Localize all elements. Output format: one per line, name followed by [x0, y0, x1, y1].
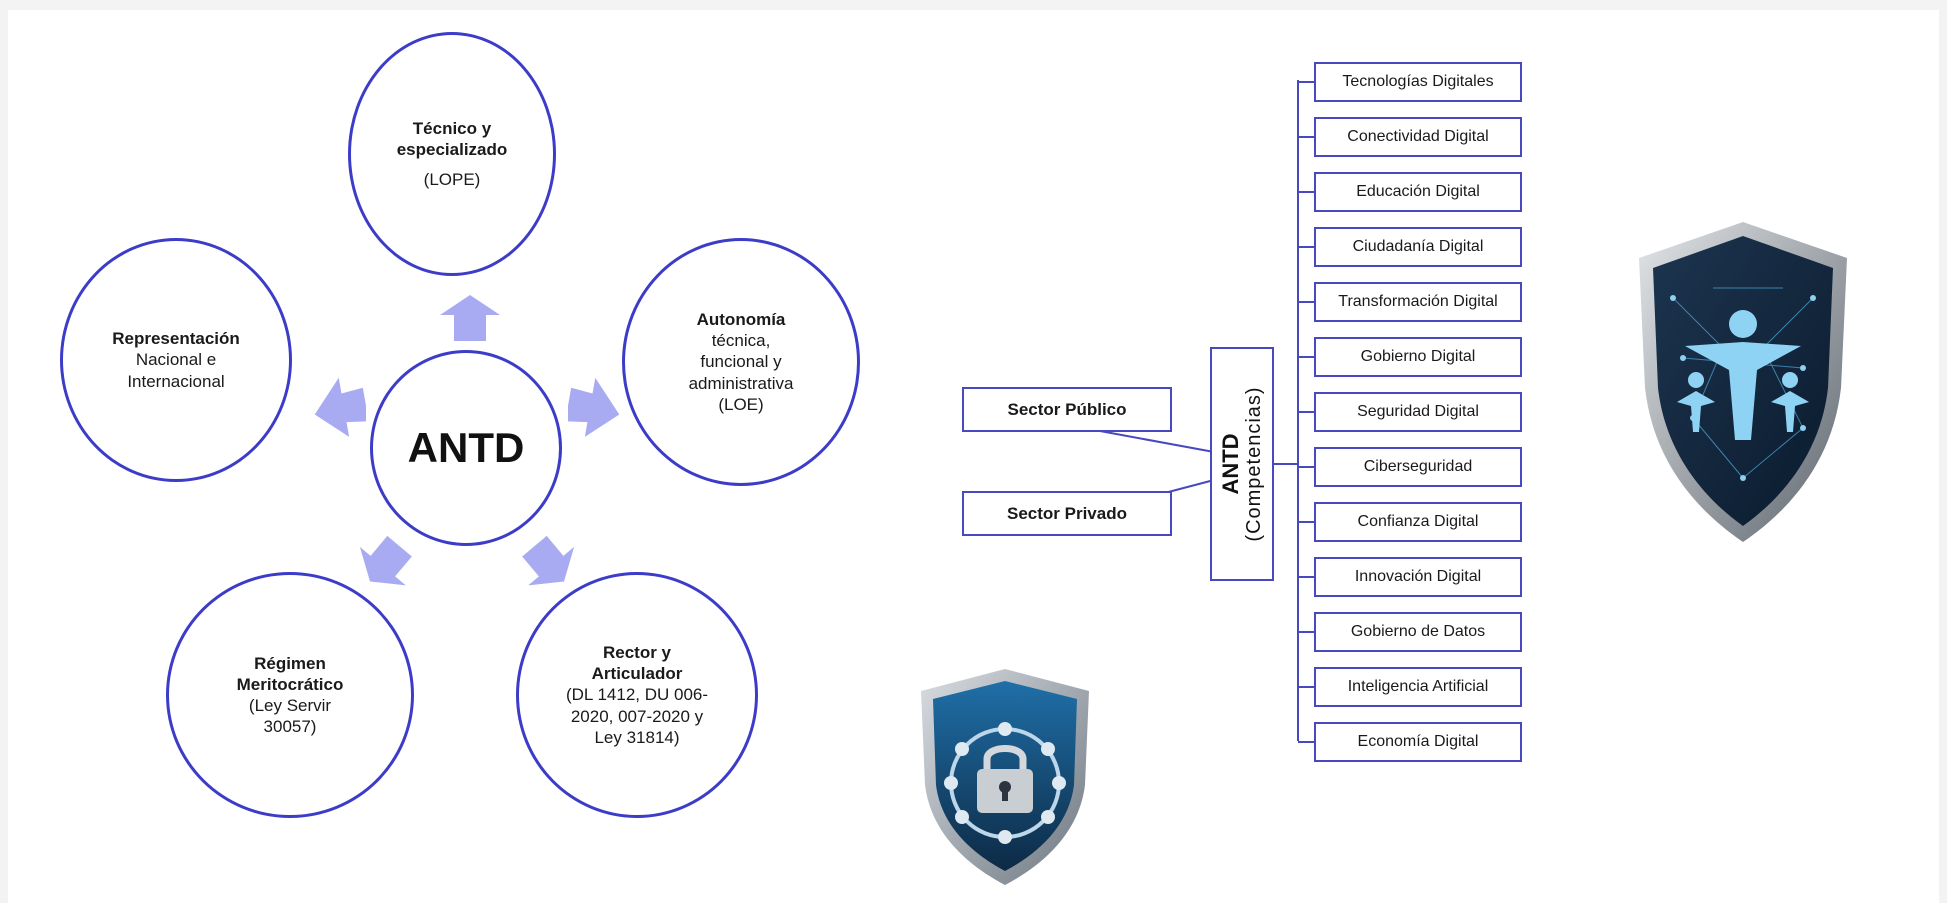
competency-item: Economía Digital	[1314, 722, 1522, 762]
competency-item: Gobierno Digital	[1314, 337, 1522, 377]
node-autonomia-title: Autonomía	[696, 309, 786, 329]
sector-publico: Sector Público	[962, 387, 1172, 432]
competency-item: Seguridad Digital	[1314, 392, 1522, 432]
competency-item: Ciudadanía Digital	[1314, 227, 1522, 267]
diagram-canvas: Técnico y especializado (LOPE) Represent…	[8, 10, 1939, 903]
node-rector-subtitle: (DL 1412, DU 006-2020, 007-2020 y Ley 31…	[565, 685, 709, 747]
node-representacion-title: Representación	[112, 329, 240, 349]
competency-item: Conectividad Digital	[1314, 117, 1522, 157]
competency-item: Educación Digital	[1314, 172, 1522, 212]
node-rector-title: Rector y Articulador	[591, 642, 683, 684]
people-shield-icon	[1639, 222, 1847, 542]
core-label-normal: (Competencias)	[1243, 386, 1266, 542]
node-autonomia-subtitle: técnica, funcional y administrativa (LOE…	[688, 331, 794, 414]
competency-item: Transformación Digital	[1314, 282, 1522, 322]
node-representacion: Representación Nacional e Internacional	[60, 238, 292, 482]
node-regimen-title: Régimen Meritocrático	[236, 653, 344, 694]
competency-item: Tecnologías Digitales	[1314, 62, 1522, 102]
competency-item: Ciberseguridad	[1314, 447, 1522, 487]
arrow-down-left-icon	[359, 535, 412, 586]
center-title: ANTD	[407, 423, 525, 471]
connector-lines	[1099, 80, 1314, 743]
arrow-down-right-icon	[522, 535, 575, 586]
sector-privado: Sector Privado	[962, 491, 1172, 536]
competency-item: Confianza Digital	[1314, 502, 1522, 542]
node-autonomia: Autonomía técnica, funcional y administr…	[622, 238, 860, 486]
competency-item: Innovación Digital	[1314, 557, 1522, 597]
core-label: ANTD (Competencias)	[1218, 386, 1266, 541]
competency-item: Inteligencia Artificial	[1314, 667, 1522, 707]
node-rector: Rector y Articulador (DL 1412, DU 006-20…	[516, 572, 758, 818]
node-center: ANTD	[370, 350, 562, 546]
competency-item: Gobierno de Datos	[1314, 612, 1522, 652]
lock-shield-icon	[921, 669, 1089, 885]
arrow-up-icon	[440, 295, 500, 341]
core-label-bold: ANTD	[1217, 433, 1243, 495]
node-tecnico-title: Técnico y especializado	[396, 119, 508, 160]
arrow-left-icon	[314, 378, 366, 437]
arrow-right-icon	[568, 378, 620, 437]
core-box: ANTD (Competencias)	[1210, 347, 1274, 581]
node-tecnico: Técnico y especializado (LOPE)	[348, 32, 556, 276]
node-tecnico-subtitle: (LOPE)	[423, 169, 481, 189]
node-regimen: Régimen Meritocrático (Ley Servir 30057)	[166, 572, 414, 818]
node-regimen-subtitle: (Ley Servir 30057)	[248, 696, 332, 737]
node-representacion-subtitle: Nacional e Internacional	[127, 350, 225, 391]
